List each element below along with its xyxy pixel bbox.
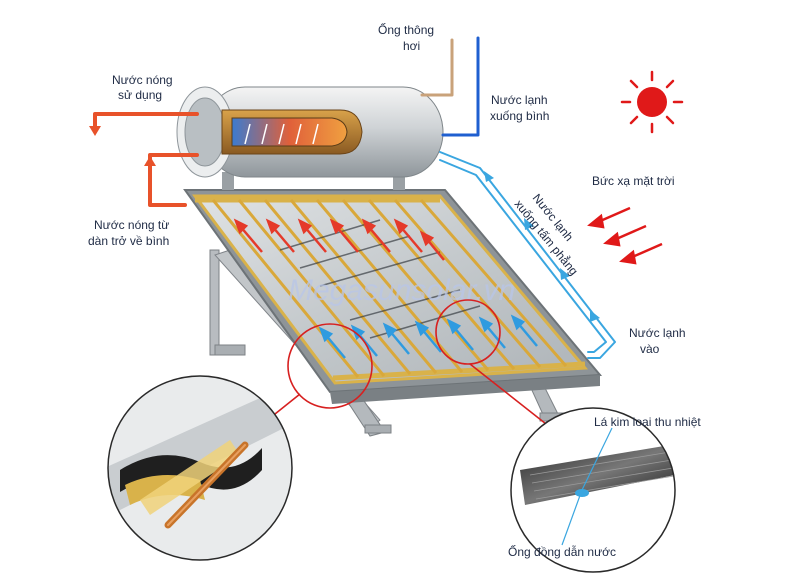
label-cold-in-1: Nước lạnh <box>629 326 686 340</box>
label-hot-return-2: dàn trở về bình <box>88 234 169 248</box>
storage-tank <box>176 86 444 190</box>
vent-pipe <box>420 38 454 97</box>
cold-down-pipe <box>439 151 616 359</box>
glass-reflections <box>279 219 481 339</box>
cold-supply-pipe <box>441 36 480 137</box>
labels: Nước nóng sử dụng Ống thông hơi Nước lạn… <box>88 22 701 559</box>
label-copper-pipe: Ống đồng dẫn nước <box>508 544 616 559</box>
label-vent-2: hơi <box>403 39 420 53</box>
label-absorber-fin: Lá kim loại thu nhiệt <box>594 415 701 429</box>
label-cold-tank-2: xuống bình <box>490 109 549 123</box>
hot-flow-arrows <box>233 218 445 261</box>
sun-icon <box>620 70 684 134</box>
zoom-inset-left <box>108 376 292 560</box>
zoom-inset-left-border <box>107 375 293 561</box>
zoom-inset-right-border <box>510 407 676 573</box>
hot-use-pipe <box>93 112 199 130</box>
label-cold-tank-1: Nước lạnh <box>491 93 548 107</box>
label-sun-radiation: Bức xạ mặt trời <box>592 174 675 188</box>
radiation-arrows <box>587 206 663 265</box>
label-vent-1: Ống thông <box>378 22 434 37</box>
hot-return-pipe <box>148 153 199 207</box>
plumbing <box>89 36 616 359</box>
label-hot-use-1: Nước nóng <box>112 73 173 87</box>
label-hot-return-1: Nước nóng từ <box>94 218 169 232</box>
label-hot-use-2: sử dụng <box>118 88 162 102</box>
label-cold-in-2: vào <box>640 342 660 356</box>
inset-leader-lines <box>561 427 613 546</box>
tank-heat-arrows <box>244 123 319 145</box>
cold-flow-arrows <box>318 314 538 359</box>
zoom-inset-right <box>511 408 675 572</box>
